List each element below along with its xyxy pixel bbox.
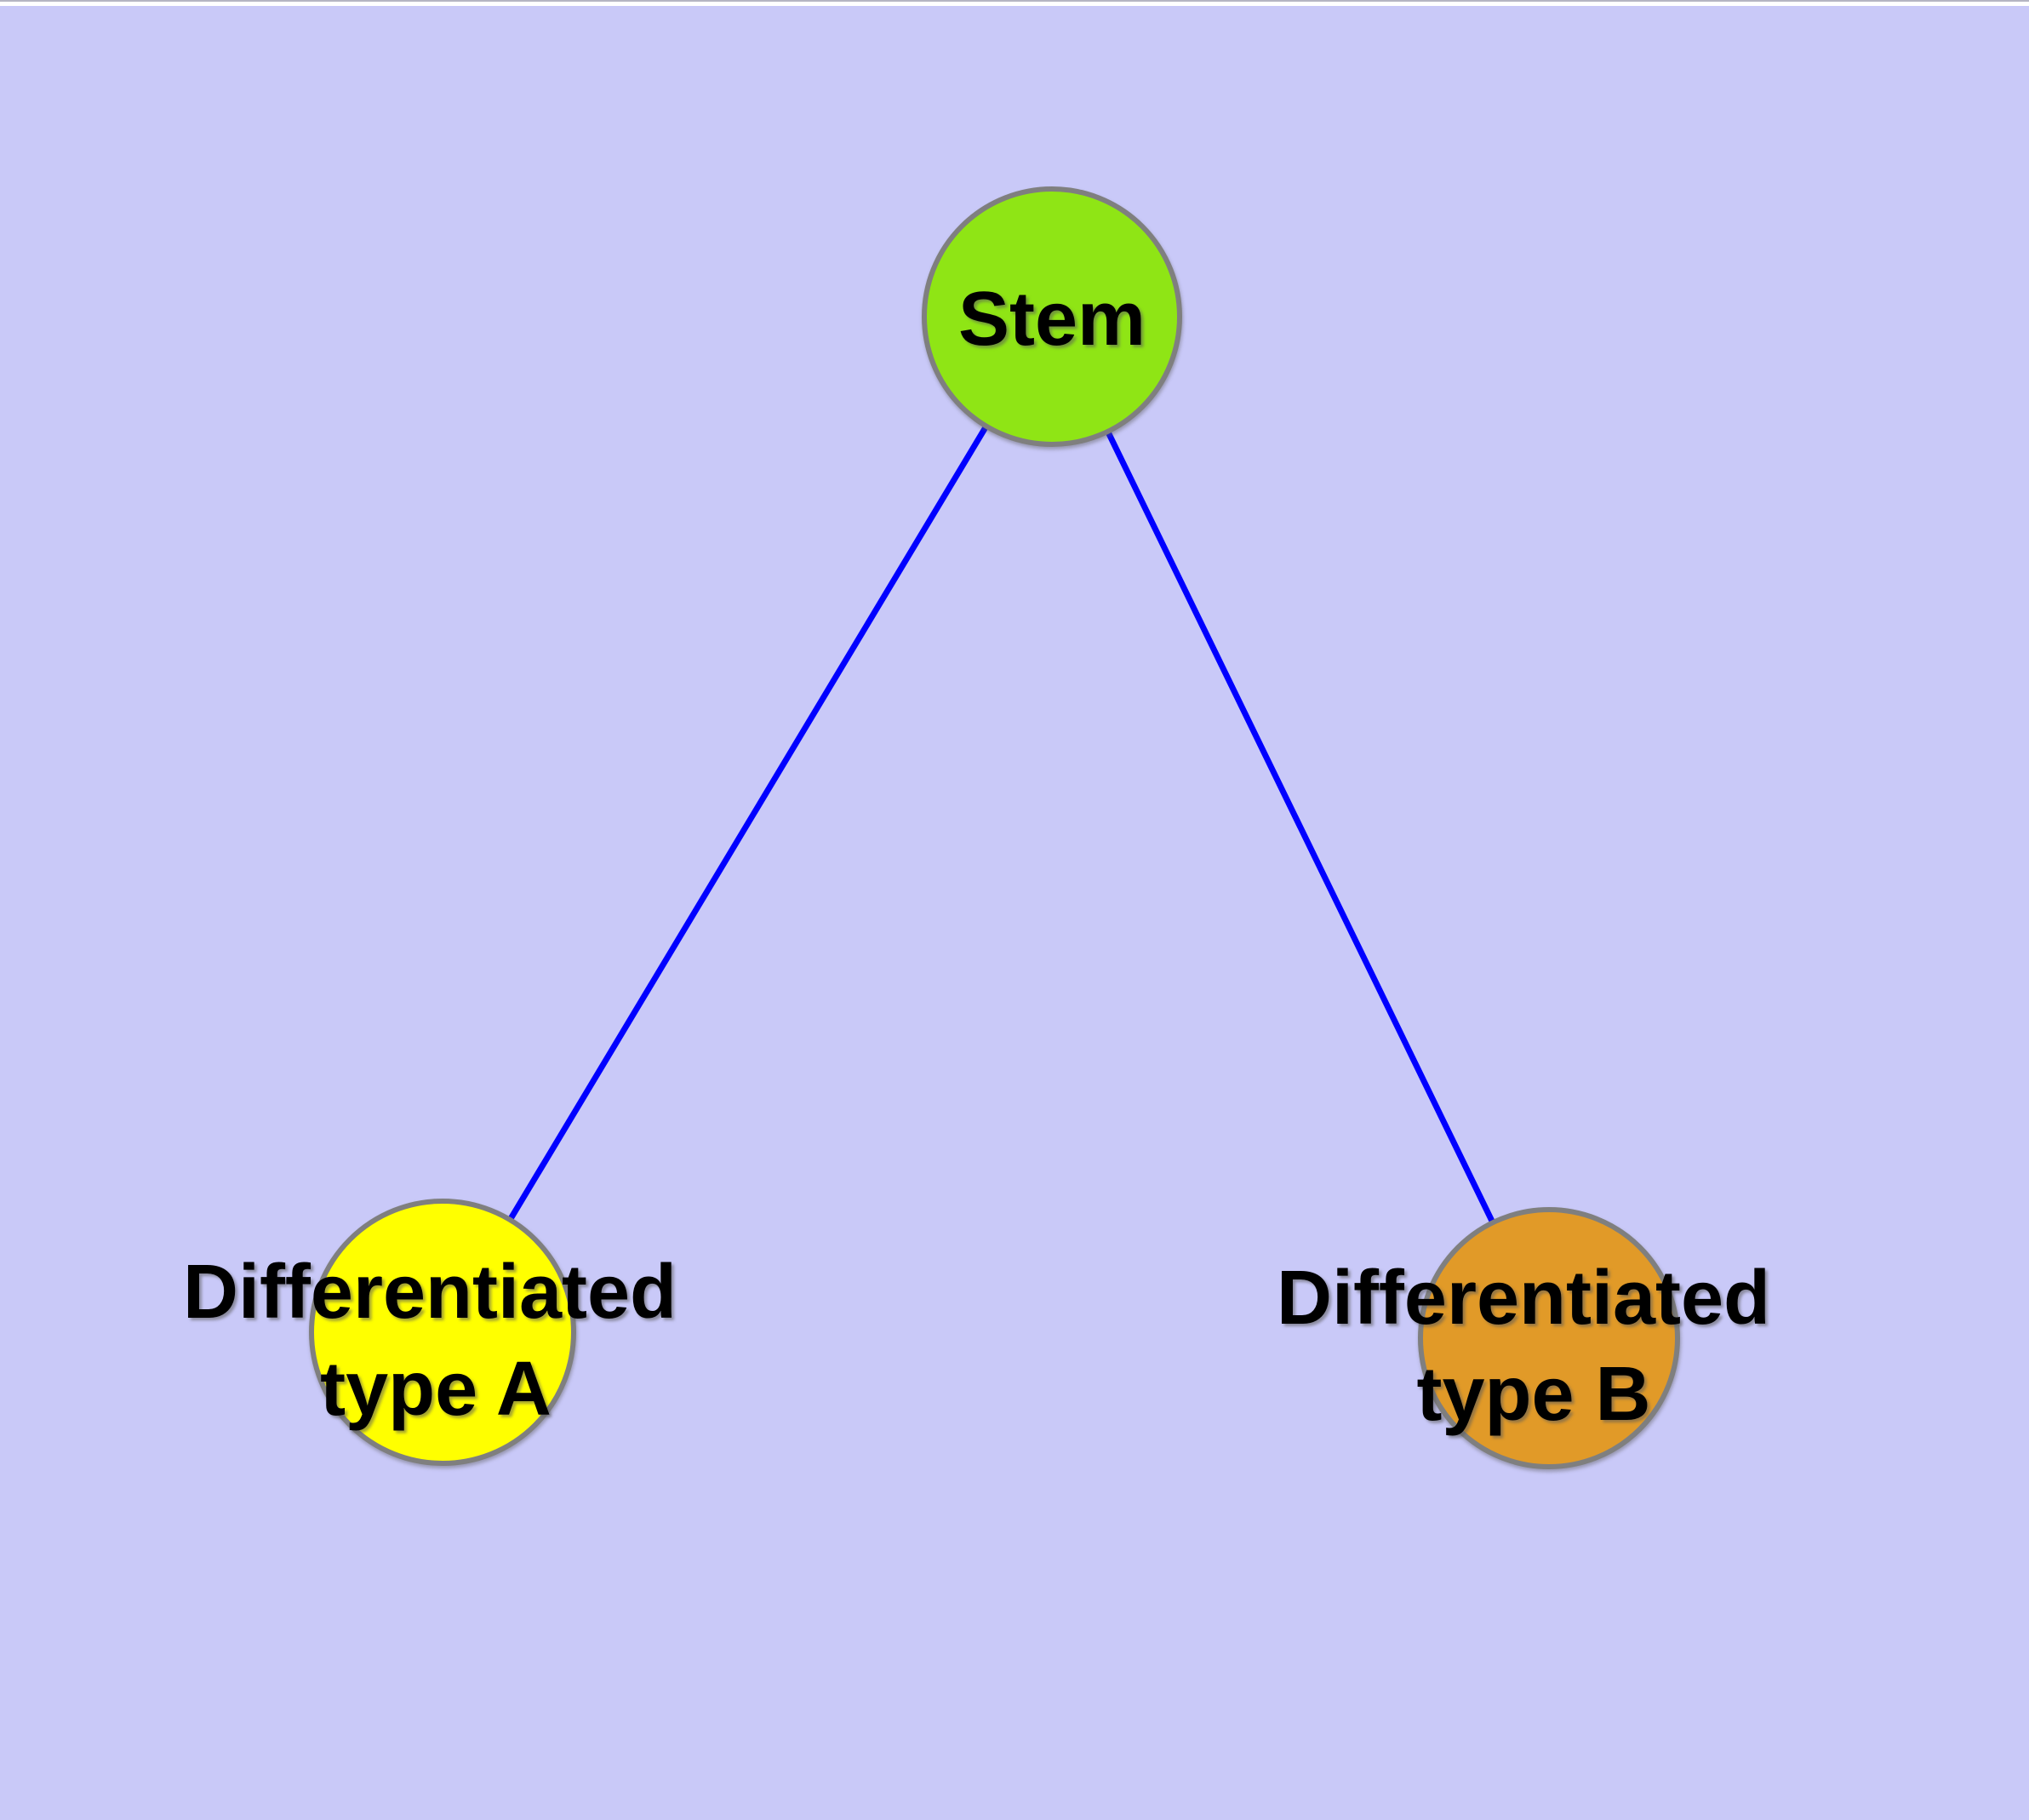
edge-stem-to-type-a [439, 315, 1055, 1334]
top-hairline [0, 0, 2029, 2]
stem-node-label: Stem [958, 277, 1146, 362]
type-b-label-line1: Differentiated [1277, 1256, 1770, 1341]
type-a-label-line2: type A [320, 1347, 552, 1432]
type-a-node: Differentiated type A [183, 1199, 677, 1466]
type-a-label-line1: Differentiated [183, 1250, 677, 1335]
type-b-node-circle [1418, 1207, 1680, 1469]
type-b-label-line2: type B [1416, 1352, 1650, 1437]
type-b-node: Differentiated type B [1277, 1207, 1770, 1469]
type-a-node-circle [309, 1199, 576, 1466]
top-white-strip [0, 2, 2029, 6]
edge-stem-to-type-b [1049, 315, 1552, 1340]
stem-node-circle [922, 186, 1182, 447]
stem-node: Stem [922, 186, 1182, 447]
